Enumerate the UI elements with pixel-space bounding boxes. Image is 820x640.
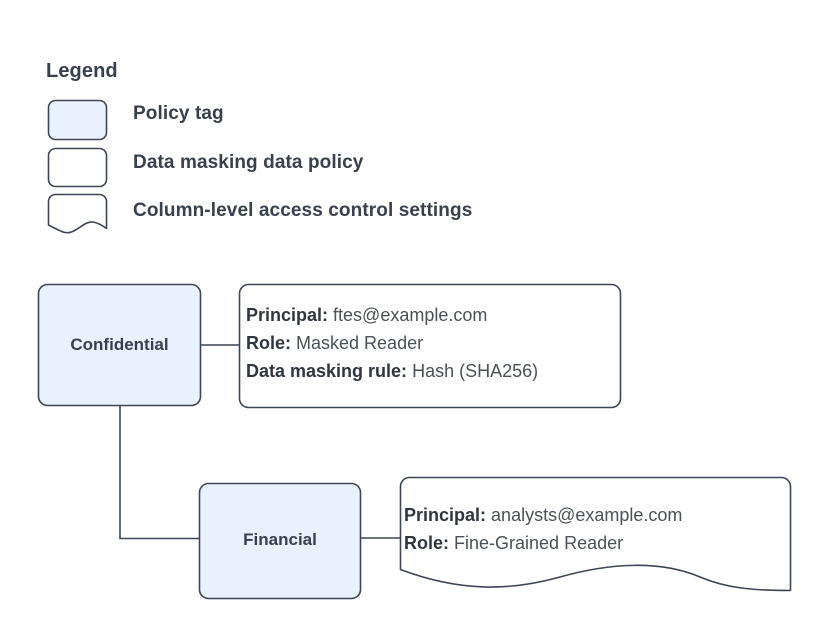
panel-value-masking-rule: Hash (SHA256) [412,361,539,381]
legend-swatch-data-masking-policy [47,147,108,188]
panel-value-role-financial: Fine-Grained Reader [454,533,624,553]
panel-confidential-policy-text: Principal: ftes@example.com Role: Masked… [246,301,538,385]
panel-line-principal-financial: Principal: analysts@example.com [404,501,682,529]
panel-financial-access-settings[interactable] [399,476,792,592]
legend-title: Legend [46,60,118,82]
legend-label-data-masking-policy: Data masking data policy [133,152,364,173]
legend-swatch-column-access-settings [47,193,108,234]
panel-value-principal: ftes@example.com [333,305,488,325]
panel-confidential-policy[interactable] [238,283,622,409]
panel-line-masking-rule: Data masking rule: Hash (SHA256) [246,357,538,385]
edge-confidential-to-financial [119,405,200,540]
legend-label-policy-tag: Policy tag [133,103,224,124]
panel-financial-access-text: Principal: analysts@example.com Role: Fi… [404,501,682,557]
legend-swatch-policy-tag [47,99,108,141]
panel-value-principal-financial: analysts@example.com [491,505,683,525]
panel-value-role: Masked Reader [296,333,424,353]
panel-line-principal: Principal: ftes@example.com [246,301,538,329]
node-label-confidential: Confidential [70,335,169,354]
panel-line-role: Role: Masked Reader [246,329,538,357]
panel-key-principal: Principal: [246,305,329,325]
node-label-financial: Financial [243,530,317,549]
node-financial[interactable] [198,482,362,600]
node-confidential[interactable] [37,283,202,407]
panel-key-masking-rule: Data masking rule: [246,361,408,381]
panel-key-role: Role: [246,333,291,353]
panel-key-role-financial: Role: [404,533,449,553]
panel-line-role-financial: Role: Fine-Grained Reader [404,529,682,557]
legend-label-column-access-settings: Column-level access control settings [133,200,473,221]
panel-key-principal-financial: Principal: [404,505,487,525]
